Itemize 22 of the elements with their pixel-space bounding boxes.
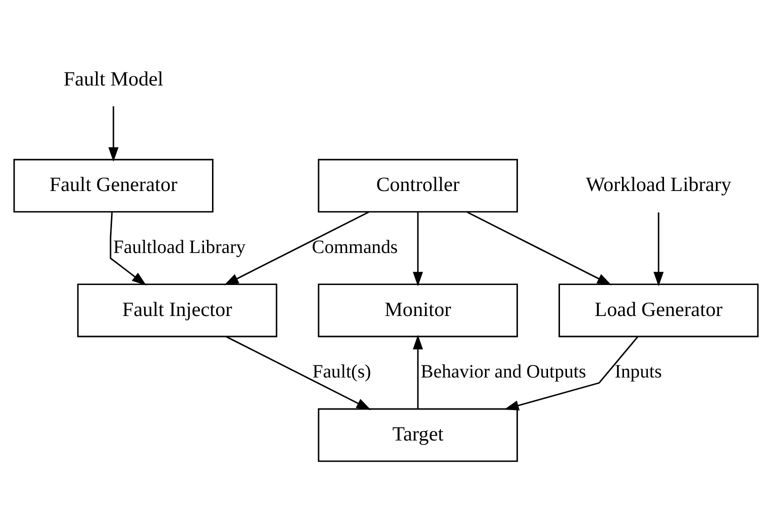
- node-text: Workload Library: [586, 174, 732, 196]
- arrow: [226, 336, 372, 410]
- arrow: [110, 211, 146, 286]
- edge-label: Behavior and Outputs: [420, 361, 586, 382]
- arrow: [108, 106, 119, 162]
- edge-label: Commands: [312, 236, 398, 258]
- edge-label: Fault(s): [312, 361, 372, 382]
- arrow: [466, 210, 612, 285]
- node-box: Monitor: [318, 283, 518, 337]
- arrow: [504, 336, 638, 410]
- arrow: [412, 334, 423, 408]
- node-box: Fault Injector: [77, 283, 278, 337]
- edge-label: Inputs: [614, 361, 662, 382]
- arrow: [412, 212, 423, 286]
- arrow: [653, 212, 664, 286]
- arrow: [224, 210, 369, 285]
- node-box: Fault Generator: [13, 158, 214, 212]
- node-text: Fault Model: [64, 68, 164, 90]
- node-box: Load Generator: [558, 283, 759, 337]
- node-box: Controller: [318, 158, 518, 212]
- node-box: Target: [318, 408, 518, 462]
- edge-label: Faultload Library: [113, 236, 246, 258]
